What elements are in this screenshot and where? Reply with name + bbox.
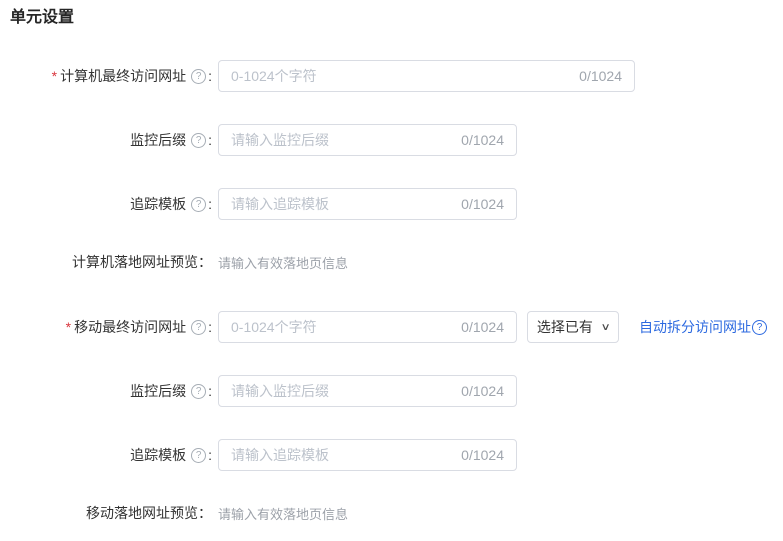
label-colon: :: [208, 132, 212, 148]
computer-final-url-label: * 计算机最终访问网址 ? :: [10, 66, 218, 86]
computer-tracking-template-input-box: 0/1024: [218, 188, 517, 220]
field-label-text: 计算机落地网址预览：: [72, 254, 212, 270]
computer-landing-preview-value: 请输入有效落地页信息: [218, 255, 349, 271]
help-icon[interactable]: ?: [191, 319, 207, 335]
field-label-text: 计算机最终访问网址: [60, 68, 187, 84]
required-asterisk: *: [51, 68, 58, 84]
auto-split-url-link-text: 自动拆分访问网址: [639, 319, 751, 335]
computer-landing-preview-row: 计算机落地网址预览： 请输入有效落地页信息: [10, 252, 783, 272]
mobile-monitor-suffix-row: 监控后缀 ? : 0/1024: [10, 375, 783, 407]
computer-final-url-input[interactable]: [219, 61, 580, 91]
computer-monitor-suffix-input-box: 0/1024: [218, 124, 517, 156]
char-counter: 0/1024: [461, 447, 504, 463]
char-counter: 0/1024: [579, 68, 622, 84]
computer-monitor-suffix-label: 监控后缀 ? :: [10, 130, 218, 150]
field-label-text: 移动落地网址预览：: [86, 505, 212, 521]
computer-tracking-template-label: 追踪模板 ? :: [10, 194, 218, 214]
select-existing-label: 选择已有: [536, 319, 593, 335]
auto-split-url-link[interactable]: 自动拆分访问网址 ?: [639, 317, 767, 337]
mobile-final-url-label: * 移动最终访问网址 ? :: [10, 317, 218, 337]
help-icon[interactable]: ?: [191, 196, 207, 212]
help-icon[interactable]: ?: [191, 68, 207, 84]
computer-landing-preview-label: 计算机落地网址预览：: [10, 252, 218, 272]
label-colon: :: [208, 447, 212, 463]
computer-monitor-suffix-input[interactable]: [219, 125, 462, 155]
field-label-text: 监控后缀: [130, 383, 187, 399]
mobile-landing-preview-label: 移动落地网址预览：: [10, 503, 218, 523]
chevron-down-icon: ∨: [600, 322, 611, 333]
label-colon: :: [208, 68, 212, 84]
page-title: 单元设置: [10, 9, 75, 26]
field-label-text: 移动最终访问网址: [74, 319, 187, 335]
mobile-tracking-template-input[interactable]: [219, 440, 462, 470]
help-icon[interactable]: ?: [191, 383, 207, 399]
help-icon[interactable]: ?: [191, 132, 207, 148]
field-label-text: 追踪模板: [130, 447, 187, 463]
label-colon: :: [208, 319, 212, 335]
select-existing-dropdown[interactable]: 选择已有 ∨: [527, 311, 619, 343]
field-label-text: 追踪模板: [130, 196, 187, 212]
label-colon: :: [208, 383, 212, 399]
char-counter: 0/1024: [461, 196, 504, 212]
mobile-final-url-input[interactable]: [219, 312, 462, 342]
mobile-final-url-input-box: 0/1024: [218, 311, 517, 343]
char-counter: 0/1024: [461, 132, 504, 148]
computer-final-url-input-box: 0/1024: [218, 60, 635, 92]
char-counter: 0/1024: [461, 383, 504, 399]
char-counter: 0/1024: [461, 319, 504, 335]
unit-settings-panel: 单元设置 * 计算机最终访问网址 ? : 0/1024 监控后缀 ? : 0/1…: [10, 9, 783, 523]
computer-tracking-template-input[interactable]: [219, 189, 462, 219]
label-colon: :: [208, 196, 212, 212]
computer-tracking-template-row: 追踪模板 ? : 0/1024: [10, 188, 783, 220]
mobile-tracking-template-row: 追踪模板 ? : 0/1024: [10, 439, 783, 471]
mobile-tracking-template-input-box: 0/1024: [218, 439, 517, 471]
mobile-tracking-template-label: 追踪模板 ? :: [10, 445, 218, 465]
mobile-monitor-suffix-label: 监控后缀 ? :: [10, 381, 218, 401]
required-asterisk: *: [65, 319, 72, 335]
mobile-monitor-suffix-input-box: 0/1024: [218, 375, 517, 407]
mobile-final-url-row: * 移动最终访问网址 ? : 0/1024 选择已有 ∨ 自动拆分访问网址 ?: [10, 311, 783, 343]
mobile-landing-preview-value: 请输入有效落地页信息: [218, 506, 349, 522]
computer-final-url-row: * 计算机最终访问网址 ? : 0/1024: [10, 60, 783, 92]
field-label-text: 监控后缀: [130, 132, 187, 148]
mobile-landing-preview-row: 移动落地网址预览： 请输入有效落地页信息: [10, 503, 783, 523]
help-icon[interactable]: ?: [752, 319, 767, 335]
help-icon[interactable]: ?: [191, 447, 207, 463]
mobile-monitor-suffix-input[interactable]: [219, 376, 462, 406]
computer-monitor-suffix-row: 监控后缀 ? : 0/1024: [10, 124, 783, 156]
